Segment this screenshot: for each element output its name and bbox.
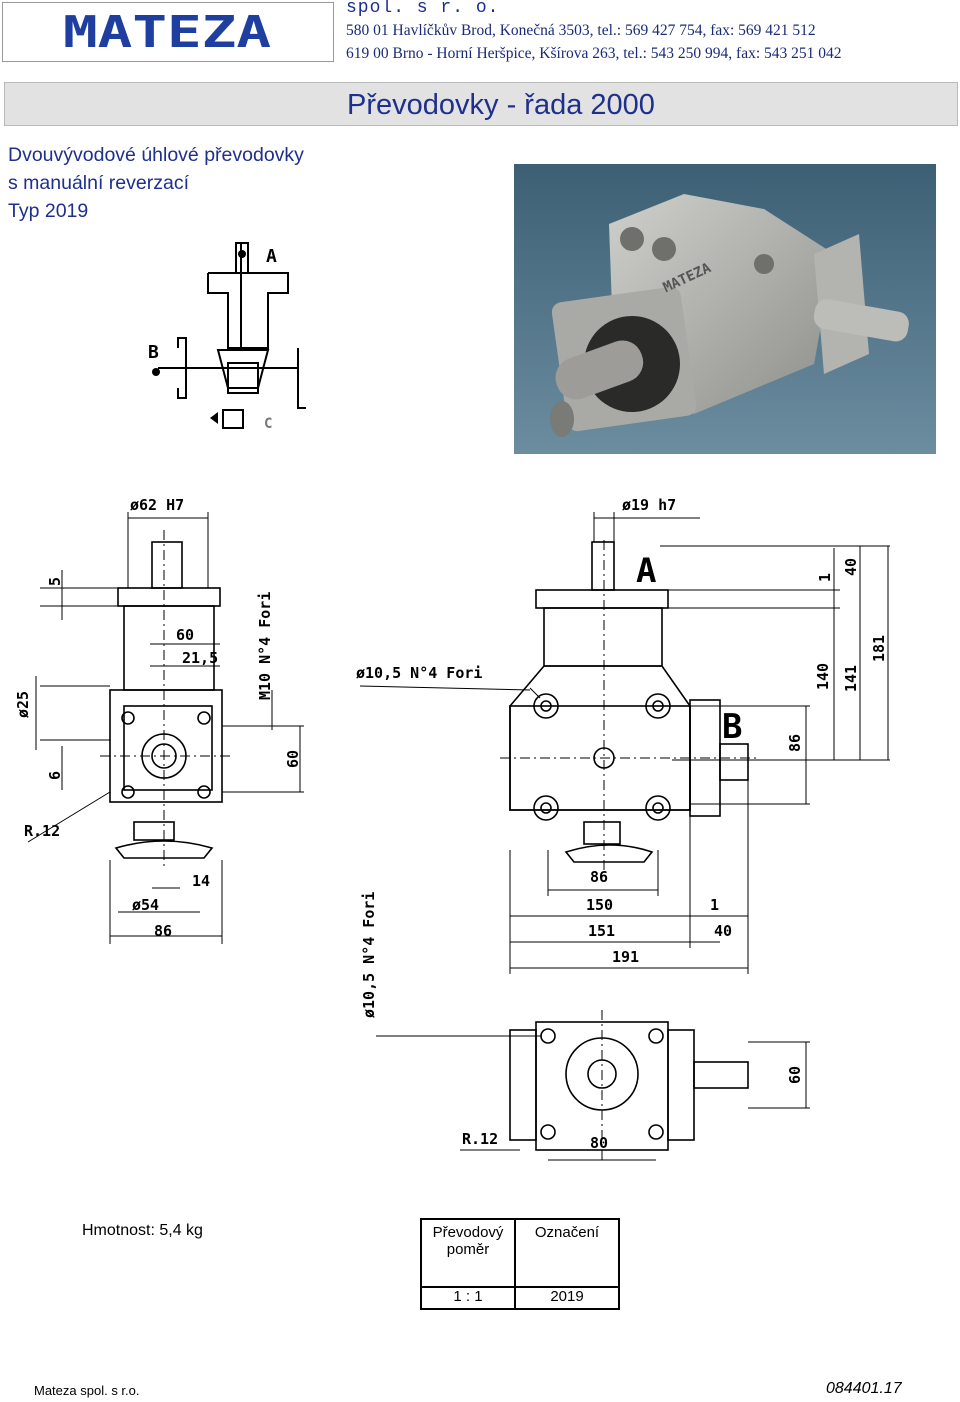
- designation-header: Označení: [514, 1218, 620, 1288]
- dim-1a: 1: [816, 573, 834, 582]
- dim-60b: 60: [284, 750, 302, 768]
- dim-6: 6: [46, 771, 64, 780]
- shaft-b: [719, 743, 749, 781]
- dim-181: 181: [870, 635, 888, 662]
- m10-fori: M10 N°4 Fori: [256, 592, 274, 700]
- dim-14: 14: [192, 872, 210, 890]
- designation-value: 2019: [514, 1286, 620, 1310]
- dim-80: 80: [590, 1134, 608, 1152]
- left-shaft-top: [151, 541, 183, 589]
- dim-60c: 60: [786, 1066, 804, 1084]
- gearbox-photo: MATEZA: [514, 164, 936, 454]
- dim-d54: ø54: [132, 896, 159, 914]
- label-b: B: [722, 707, 742, 747]
- shaft-schematic: A B C: [148, 242, 306, 432]
- spec-table: Převodový poměr Označení 1 : 1 2019: [420, 1218, 620, 1310]
- dim-5: 5: [46, 577, 64, 586]
- dim-40b: 40: [714, 922, 732, 940]
- label-a: A: [636, 551, 656, 591]
- dim-150: 150: [586, 896, 613, 914]
- subtitle-line-3: Typ 2019: [8, 200, 89, 222]
- subtitle-line-2: s manuální reverzací: [8, 172, 189, 194]
- address-line-1: 580 01 Havlíčkův Brod, Konečná 3503, tel…: [346, 22, 816, 39]
- dim-140: 140: [814, 663, 832, 690]
- dim-d19: ø19 h7: [622, 496, 676, 514]
- dim-86a: 86: [154, 922, 172, 940]
- schema-label-b: B: [148, 342, 159, 363]
- technical-drawing: ø62 H7 ø19 h7 60 21,5 R.12 14 ø54 86 ø10…: [14, 496, 890, 1161]
- dim-1b: 1: [710, 896, 719, 914]
- dim-r12b: R.12: [462, 1130, 498, 1148]
- dim-86v: 86: [786, 734, 804, 752]
- dim-40a: 40: [842, 558, 860, 576]
- schema-label-a: A: [266, 246, 277, 267]
- dim-21-5: 21,5: [182, 649, 218, 667]
- dim-86b: 86: [590, 868, 608, 886]
- dim-60a: 60: [176, 626, 194, 644]
- dim-d62: ø62 H7: [130, 496, 184, 514]
- dim-r12a: R.12: [24, 822, 60, 840]
- product-photo: MATEZA: [514, 164, 936, 454]
- address-line-2: 619 00 Brno - Horní Heršpice, Kšírova 26…: [346, 45, 842, 62]
- dim-151: 151: [588, 922, 615, 940]
- ratio-value: 1 : 1: [420, 1286, 516, 1310]
- arrow-a-icon: [238, 250, 246, 258]
- logo-box: MATEZA: [2, 2, 334, 62]
- arrow-b-icon: [152, 368, 160, 376]
- company-name: spol. s r. o.: [346, 0, 500, 18]
- title-bar: Převodovky - řada 2000: [4, 82, 958, 126]
- shaft-a: [591, 541, 615, 591]
- page-title: Převodovky - řada 2000: [347, 89, 655, 121]
- dim-d25: ø25: [14, 691, 32, 718]
- schema-label-c: C: [264, 416, 272, 432]
- arrow-c-icon: [210, 412, 218, 424]
- weight: Hmotnost: 5,4 kg: [82, 1222, 203, 1239]
- ratio-header: Převodový poměr: [420, 1218, 516, 1288]
- fori-top: ø10,5 N°4 Fori: [356, 664, 482, 682]
- subtitle-line-1: Dvouvývodové úhlové převodovky: [8, 144, 304, 166]
- dim-141: 141: [842, 665, 860, 692]
- dim-191: 191: [612, 948, 639, 966]
- mateza-logo: MATEZA: [61, 13, 273, 53]
- footer-company: Mateza spol. s r.o.: [34, 1383, 140, 1398]
- logo-text: MATEZA: [63, 13, 271, 53]
- footer-code: 084401.17: [826, 1380, 902, 1397]
- fori-side: ø10,5 N°4 Fori: [360, 892, 378, 1018]
